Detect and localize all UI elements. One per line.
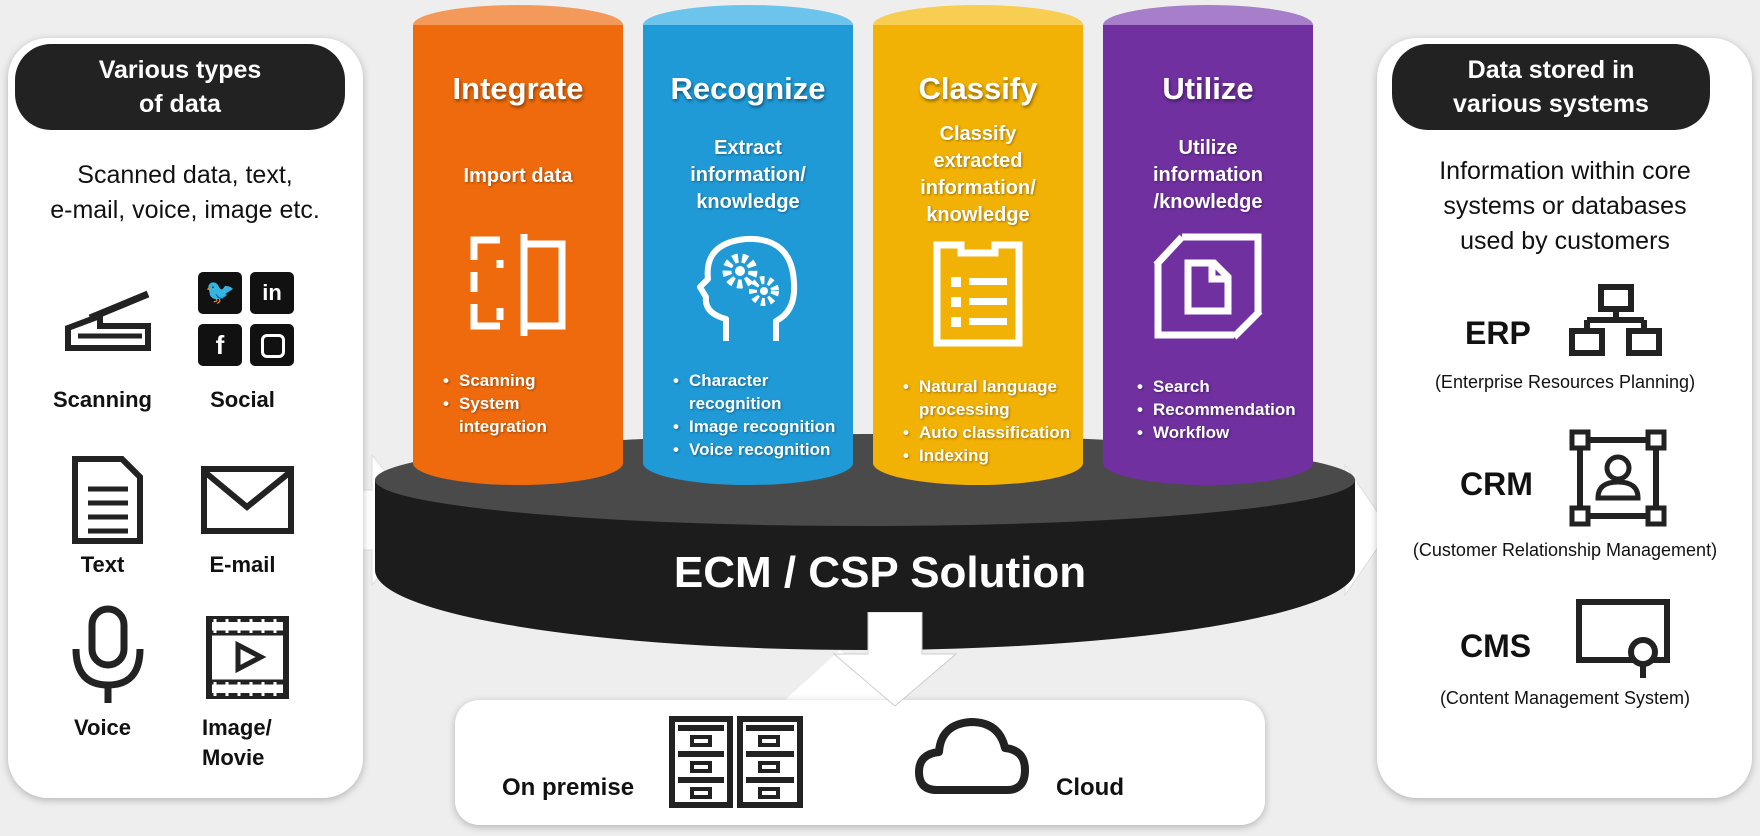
storage-panel: [455, 700, 1265, 825]
bullet: Recommendation: [1137, 398, 1296, 421]
system-name-erp: (Enterprise Resources Planning): [1434, 372, 1696, 392]
microphone-icon: [72, 605, 144, 703]
bullet: Scanning: [443, 369, 547, 392]
data-sources-panel: [8, 38, 363, 798]
video-play-icon: [206, 616, 289, 699]
facebook-icon: f: [198, 324, 242, 366]
source-label-voice: Voice: [73, 715, 132, 740]
linkedin-icon: in: [250, 272, 294, 314]
system-name-cms: (Content Management System): [1439, 688, 1691, 708]
integrate-icon: [470, 234, 566, 336]
pillar-title: Recognize: [670, 71, 826, 106]
bullet: Indexing: [903, 444, 1070, 467]
pillar-classify: Classify Classify extracted information/…: [873, 5, 1083, 485]
user-frame-icon: [1569, 429, 1667, 527]
system-abbr-crm: CRM: [1460, 466, 1533, 502]
cloud-icon: [915, 718, 1029, 794]
pillar-title: Classify: [918, 71, 1038, 106]
scanner-icon: [65, 290, 151, 351]
source-label-email: E-mail: [209, 552, 276, 577]
twitter-icon: 🐦: [198, 272, 242, 314]
document-text-icon: [72, 456, 143, 544]
source-label-image-movie: Image/ Movie: [202, 715, 272, 770]
pillar-integrate: Integrate Import data Scanning System in…: [413, 5, 623, 485]
bullet: Image recognition: [673, 415, 835, 438]
pillar-bullets: Natural language processing Auto classif…: [893, 375, 1070, 467]
system-abbr-erp: ERP: [1465, 315, 1531, 351]
instagram-icon: [250, 324, 294, 366]
target-systems-panel: [1377, 38, 1752, 798]
bullet: System integration: [443, 392, 547, 438]
org-chart-icon: [1569, 284, 1662, 356]
pillar-subtitle: Utilize information /knowledge: [1153, 137, 1263, 213]
brain-gears-icon: [697, 235, 798, 341]
bullet: Voice recognition: [673, 438, 835, 461]
pillar-utilize: Utilize Utilize information /knowledge S…: [1103, 5, 1313, 485]
source-label-scanning: Scanning: [52, 387, 152, 412]
source-label-text: Text: [80, 552, 125, 577]
checklist-icon: [933, 241, 1023, 347]
bullet: Auto classification: [903, 421, 1070, 444]
pillar-subtitle: Extract information/ knowledge: [690, 137, 806, 213]
envelope-icon: [201, 466, 294, 534]
source-label-social: Social: [210, 387, 275, 412]
on-premise-label: On premise: [502, 774, 635, 801]
monitor-icon: [1576, 599, 1670, 678]
target-systems-description: Information within core systems or datab…: [1439, 157, 1691, 255]
bullet: Search: [1137, 375, 1296, 398]
document-share-icon: [1153, 233, 1263, 340]
social-media-icons: 🐦 in f: [198, 272, 298, 370]
pillar-bullets: Search Recommendation Workflow: [1127, 375, 1296, 444]
storage-up-arrow: [785, 650, 900, 700]
pillar-bullets: Character recognition Image recognition …: [663, 369, 835, 461]
bullet: Character recognition: [673, 369, 835, 415]
data-sources-title: Various types of data: [15, 44, 345, 130]
system-name-crm: (Customer Relationship Management): [1412, 540, 1718, 560]
pillar-bullets: Scanning System integration: [433, 369, 547, 438]
pillar-title: Integrate: [452, 71, 584, 106]
target-systems-title: Data stored in various systems: [1392, 44, 1710, 130]
server-cabinet-icon: [669, 716, 803, 808]
pillar-title: Utilize: [1162, 71, 1254, 106]
system-abbr-cms: CMS: [1460, 628, 1532, 664]
storage-down-arrow: [832, 612, 958, 707]
bullet: Natural language processing: [903, 375, 1070, 421]
pillar-recognize: Recognize Extract information/ knowledge…: [643, 5, 853, 485]
platform-label: ECM / CSP Solution: [673, 548, 1087, 597]
data-sources-description: Scanned data, text, e-mail, voice, image…: [50, 161, 320, 224]
pillar-subtitle: Import data: [463, 165, 573, 187]
pillar-subtitle: Classify extracted information/ knowledg…: [920, 123, 1036, 226]
bullet: Workflow: [1137, 421, 1296, 444]
cloud-label: Cloud: [1056, 774, 1124, 801]
